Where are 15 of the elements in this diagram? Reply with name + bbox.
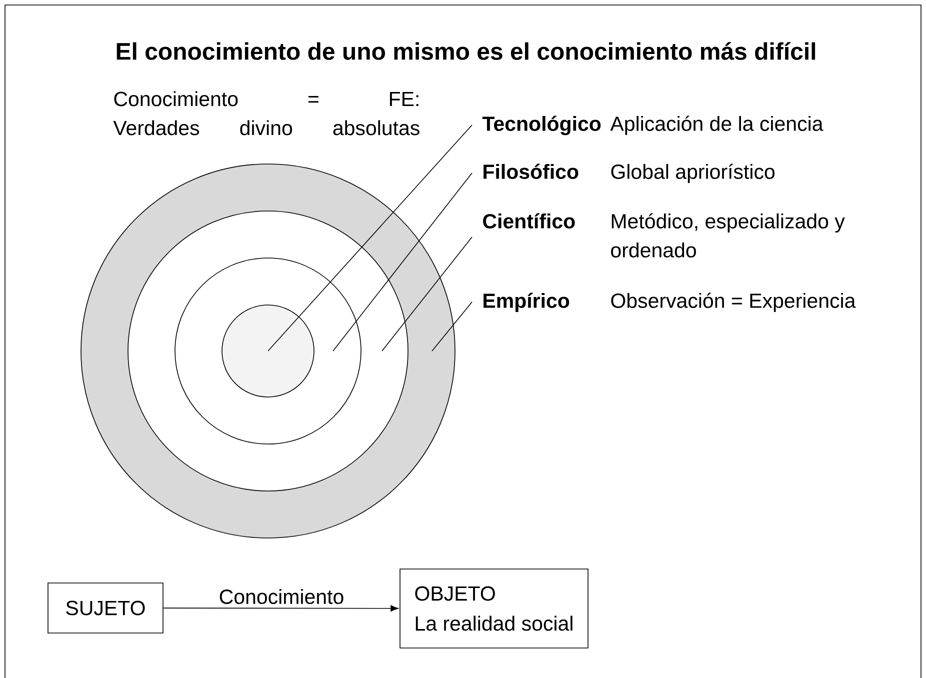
circle (222, 304, 314, 398)
box: OBJETO La realidad social (400, 568, 588, 648)
ring-label: Empírico Observación = Experiencia (484, 292, 856, 312)
note: Conocimiento = FE: Verdades divino absolutas (113, 91, 420, 136)
title: El conocimiento de uno mismo es el conocimiento más difícil (116, 42, 816, 60)
leader-line (432, 302, 472, 352)
leader-line (382, 236, 472, 352)
ring-label: Científico Metódico, especializado y ordenado (483, 213, 845, 258)
ring-label: Tecnológico Aplicación de la ciencia (482, 116, 824, 136)
leader-line (332, 172, 472, 352)
leader-line (268, 124, 472, 352)
box: SUJETO (48, 582, 164, 634)
edge-label: Conocimiento (220, 588, 344, 604)
arrow (163, 605, 398, 612)
ring-label: Filosófico Global apriorístico (484, 164, 775, 184)
